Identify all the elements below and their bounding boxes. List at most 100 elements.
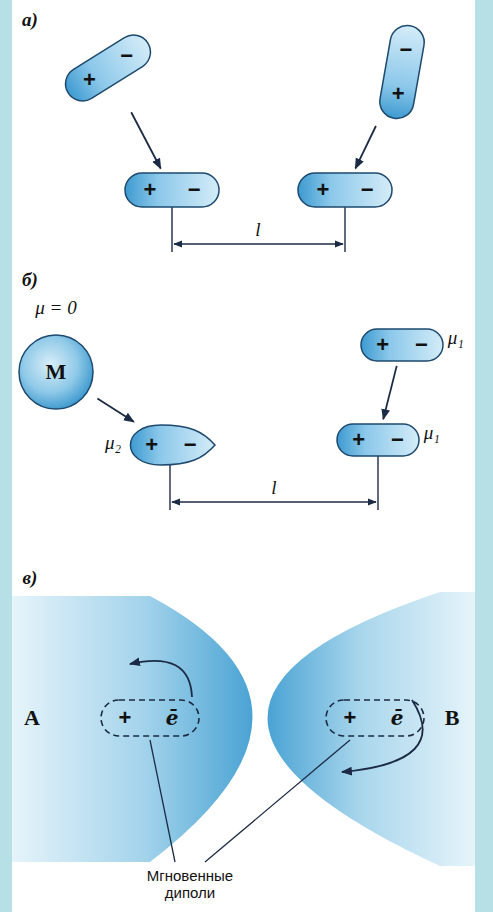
node-text: − — [399, 37, 412, 63]
text-holder: Мгновенные диполи — [132, 867, 248, 901]
panel-letter: а) — [22, 9, 38, 31]
text-holder: + — [119, 705, 132, 731]
molecule-shape — [19, 335, 93, 409]
text-holder: μ₂ — [105, 432, 121, 454]
text-holder: A — [24, 705, 40, 731]
molecule-shape — [59, 29, 157, 108]
panel-letter: б) — [22, 269, 38, 291]
node-text: − — [391, 427, 404, 453]
text-holder: ē — [391, 706, 404, 730]
node-text: B — [445, 705, 460, 731]
dipole-capsule-outline — [360, 328, 444, 362]
body-shape — [268, 592, 476, 866]
node-text: − — [361, 177, 374, 203]
body-region: A+ē — [12, 596, 262, 862]
dipole-capsule: +− — [124, 172, 220, 208]
approach-arrow — [383, 366, 396, 419]
molecule-shape — [130, 425, 215, 465]
dipole-capsule: +− — [297, 172, 393, 208]
node-text: μ = 0 — [35, 297, 76, 319]
text-holder: − — [184, 432, 197, 458]
text-holder: + — [376, 332, 389, 358]
dipole-capsule-outline — [58, 27, 158, 108]
dipole-outline — [101, 700, 199, 736]
text-holder: M — [46, 359, 67, 385]
text-holder: + — [143, 177, 156, 203]
dipole-outline — [326, 700, 424, 736]
molecule-shape — [125, 173, 219, 207]
node-text: − — [184, 432, 197, 458]
dipole-capsule-outline — [376, 22, 428, 123]
node-text: + — [352, 427, 365, 453]
dimension-line — [174, 243, 343, 244]
text-holder: μ = 0 — [35, 297, 76, 319]
molecule-shape — [337, 424, 419, 456]
instant-dipole-outline — [325, 699, 425, 737]
node-text: ē — [391, 706, 404, 730]
node-text: M — [46, 359, 67, 385]
leader-line — [205, 740, 350, 862]
approach-arrow — [131, 112, 160, 168]
text-holder: B — [445, 705, 460, 731]
molecule-circle: μ = 0M — [18, 334, 94, 410]
distance-label: l — [271, 477, 276, 499]
node-text: + — [145, 432, 158, 458]
dipole-capsule: +−μ₁ — [336, 423, 420, 457]
dipole-capsule: +− — [376, 22, 428, 123]
text-holder: − — [391, 427, 404, 453]
body-region: B+ē — [262, 592, 475, 864]
induced-dipole: μ₂+− — [124, 424, 216, 466]
text-holder: l — [255, 219, 260, 241]
distance-label: l — [255, 219, 260, 241]
dipole-capsule: +− — [58, 27, 158, 108]
dipole-capsule-outline — [297, 172, 393, 208]
node-text: + — [392, 81, 405, 107]
induced-dipole-outline — [124, 424, 216, 466]
node-text: ē — [166, 706, 179, 730]
node-text: + — [83, 67, 96, 93]
text-holder: − — [361, 177, 374, 203]
node-text: − — [188, 177, 201, 203]
node-text: + — [316, 177, 329, 203]
node-text: μ₁ — [448, 327, 464, 349]
node-text: + — [344, 705, 357, 731]
text-holder: μ₁ — [448, 327, 464, 349]
molecule-shape — [361, 329, 443, 361]
text-holder: − — [415, 332, 428, 358]
instant-dipole: +ē — [100, 699, 200, 737]
body-region-outline — [12, 596, 262, 862]
node-text: μ₁ — [424, 422, 440, 444]
instant-dipole-outline — [100, 699, 200, 737]
electron-motion-arrow — [130, 661, 192, 697]
callout-label: Мгновенные диполи — [132, 867, 248, 901]
molecule-shape — [298, 173, 392, 207]
dipole-capsule-outline — [336, 423, 420, 457]
text-holder: + — [352, 427, 365, 453]
text-holder: + — [344, 705, 357, 731]
node-text: μ₂ — [105, 432, 121, 454]
text-holder: ē — [166, 706, 179, 730]
instant-dipole: +ē — [325, 699, 425, 737]
text-holder: μ₁ — [424, 422, 440, 444]
text-holder: в) — [23, 567, 38, 589]
leader-line — [150, 740, 175, 862]
approach-arrow — [355, 126, 375, 168]
dipole-capsule-outline — [124, 172, 220, 208]
text-holder: а) — [22, 9, 38, 31]
text-holder: + — [145, 432, 158, 458]
text-holder: l — [271, 477, 276, 499]
node-text: − — [415, 332, 428, 358]
body-shape — [12, 596, 253, 862]
node-text: A — [24, 705, 40, 731]
node-text: − — [120, 43, 133, 69]
node-text: + — [143, 177, 156, 203]
body-region-outline — [262, 592, 475, 864]
approach-arrow — [97, 398, 133, 421]
dimension-line — [172, 501, 376, 502]
text-holder: + — [316, 177, 329, 203]
dipole-capsule: +−μ₁ — [360, 328, 444, 362]
node-text: + — [376, 332, 389, 358]
text-holder: − — [188, 177, 201, 203]
molecule-shape — [377, 23, 427, 121]
